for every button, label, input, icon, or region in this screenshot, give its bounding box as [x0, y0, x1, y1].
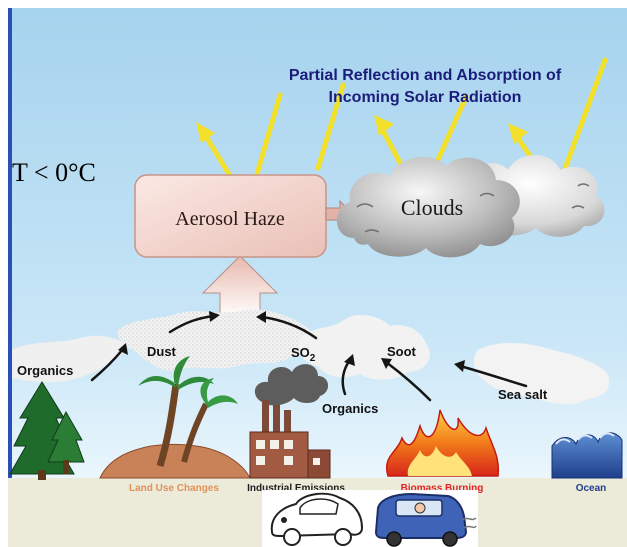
palm-trunk — [181, 402, 209, 463]
biomass-arrow — [384, 360, 432, 402]
industrial-label: Industrial Emissions — [247, 483, 345, 494]
title-line-1: Partial Reflection and Absorption of — [289, 67, 562, 84]
cloud-group — [336, 155, 605, 258]
window — [313, 458, 320, 465]
organics-label-left: Organics — [17, 363, 73, 378]
sea-salt-arrow — [458, 364, 528, 388]
wave-icon — [551, 432, 623, 479]
dust-blob — [117, 309, 315, 371]
arrowhead — [344, 354, 355, 366]
fire-inner — [407, 446, 472, 476]
reflected-arrowhead — [508, 123, 528, 144]
factory-windows — [256, 440, 320, 465]
temperature-label: T < 0°C — [12, 158, 96, 187]
factory-building — [249, 431, 309, 479]
organics-blob-left — [12, 335, 128, 383]
car-window — [299, 498, 339, 515]
palm-leaves-icon — [200, 378, 238, 408]
palm-illustration — [99, 356, 251, 479]
cloud-detail — [356, 183, 590, 233]
sea-salt-blob — [473, 343, 610, 405]
reflected-arrowhead — [196, 122, 215, 143]
biomass-fire-illustration — [385, 409, 500, 477]
source-arrowheads — [118, 311, 465, 372]
wheel-icon — [386, 531, 402, 547]
wheel-icon — [283, 528, 301, 546]
sea-salt-label: Sea salt — [498, 387, 548, 402]
arrowhead — [256, 311, 266, 323]
title-line-2: Incoming Solar Radiation — [329, 89, 522, 106]
tree-trunk — [63, 460, 69, 474]
soot-label: Soot — [387, 344, 417, 359]
wave-crest — [555, 432, 615, 445]
left-border — [8, 8, 12, 478]
so2-label: SO2 — [291, 345, 316, 364]
ocean-label: Ocean — [576, 483, 607, 494]
palm-leaves-icon — [138, 356, 214, 390]
reflected-arrowhead — [374, 115, 394, 136]
clouds-label: Clouds — [401, 195, 463, 220]
window — [284, 456, 293, 465]
cloud-front — [336, 156, 520, 258]
arrowhead — [118, 343, 128, 355]
so2-main: SO — [291, 345, 310, 360]
driver-head — [414, 502, 426, 514]
smokestack — [273, 405, 280, 436]
organics-label-center: Organics — [322, 401, 378, 416]
land-use-label: Land Use Changes — [129, 483, 219, 494]
palm-trunk — [156, 383, 180, 468]
window — [270, 440, 279, 449]
so2-subscript: 2 — [310, 353, 316, 364]
window — [284, 440, 293, 449]
so2-arrow — [260, 315, 318, 340]
wheel-icon — [334, 528, 352, 546]
dust-label: Dust — [147, 344, 177, 359]
cartoon-cars — [262, 490, 478, 547]
smoke-icon — [254, 364, 329, 406]
arrowhead — [454, 360, 465, 372]
incoming-ray — [315, 82, 346, 171]
window — [256, 456, 265, 465]
car-eye — [281, 517, 287, 523]
source-arrows — [90, 314, 528, 402]
car-icon — [270, 492, 364, 538]
arrowhead — [381, 358, 392, 369]
window — [256, 440, 265, 449]
tree-trunk — [38, 470, 46, 480]
ocean-illustration — [551, 432, 623, 479]
so2-soot-blob — [298, 314, 430, 380]
aerosol-haze-label: Aerosol Haze — [175, 208, 285, 230]
aerosol-sources — [12, 309, 610, 405]
exhaust-icon — [461, 517, 477, 529]
hill — [99, 443, 251, 479]
smokestack — [262, 400, 269, 436]
factory-illustration — [249, 364, 331, 479]
biomass-label: Biomass Burning — [401, 483, 484, 494]
wheel-icon — [442, 531, 458, 547]
arrowhead — [209, 311, 220, 322]
tree-illustration — [9, 381, 85, 480]
smokestack — [284, 410, 291, 436]
